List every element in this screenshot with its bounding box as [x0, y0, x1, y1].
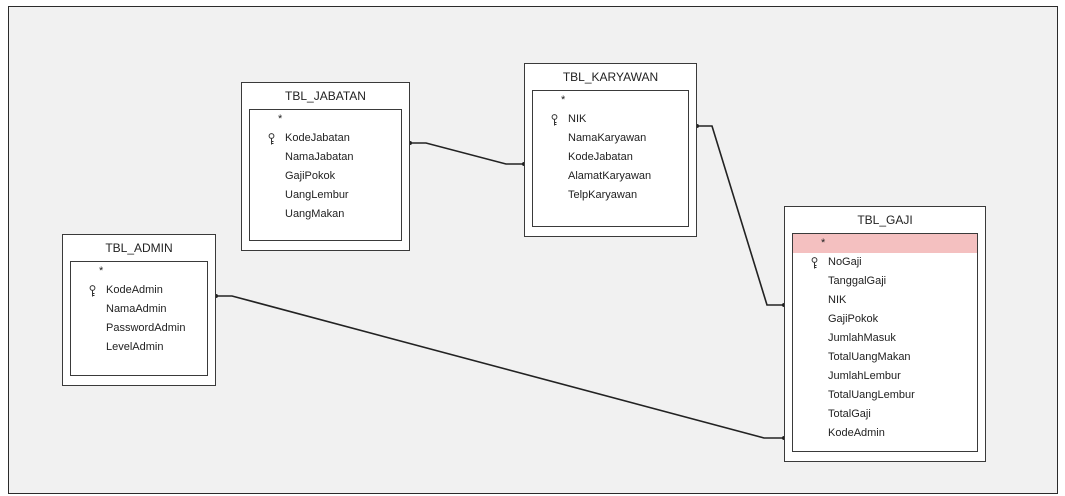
field-kodeadmin[interactable]: KodeAdmin [71, 281, 207, 300]
table-title: TBL_JABATAN [285, 89, 366, 103]
field-label: KodeAdmin [106, 284, 163, 296]
field-all-selected[interactable]: * [793, 234, 977, 253]
field-list[interactable]: * NoGaji TanggalGaji NIK GajiPokok Jumla… [792, 233, 978, 452]
field-jumlahlembur[interactable]: JumlahLembur [828, 370, 901, 382]
field-totalgaji[interactable]: TotalGaji [828, 408, 871, 420]
relationship-jabatan-karyawan[interactable] [409, 142, 525, 165]
table-tbl-admin[interactable]: TBL_ADMIN * KodeAdmin NamaAdmin Password… [62, 234, 216, 386]
field-list[interactable]: * KodeAdmin NamaAdmin PasswordAdmin Leve… [70, 261, 208, 376]
field-kodejabatan[interactable]: KodeJabatan [568, 151, 633, 163]
field-nik[interactable]: NIK [533, 110, 688, 129]
key-icon [551, 114, 558, 126]
field-namakaryawan[interactable]: NamaKaryawan [568, 132, 647, 144]
table-title: TBL_GAJI [857, 213, 913, 227]
relationship-karyawan-gaji[interactable] [697, 125, 785, 306]
field-all[interactable]: * [561, 94, 566, 106]
field-list[interactable]: * NIK NamaKaryawan KodeJabatan AlamatKar… [532, 90, 689, 227]
field-kodejabatan[interactable]: KodeJabatan [250, 129, 401, 148]
field-totaluanglembur[interactable]: TotalUangLembur [828, 389, 915, 401]
table-title: TBL_ADMIN [105, 241, 173, 255]
table-title: TBL_KARYAWAN [562, 70, 659, 84]
key-icon [268, 133, 275, 145]
field-label: KodeJabatan [285, 132, 350, 144]
table-tbl-jabatan[interactable]: TBL_JABATAN * KodeJabatan NamaJabatan Ga… [241, 82, 410, 251]
key-icon [89, 285, 96, 297]
field-tanggalgaji[interactable]: TanggalGaji [828, 275, 887, 287]
field-namaadmin[interactable]: NamaAdmin [106, 303, 167, 315]
key-icon [811, 257, 818, 269]
field-all[interactable]: * [99, 265, 104, 277]
field-nik[interactable]: NIK [828, 294, 847, 306]
field-alamatkaryawan[interactable]: AlamatKaryawan [568, 170, 652, 182]
field-gajipokok[interactable]: GajiPokok [828, 313, 879, 325]
field-gajipokok[interactable]: GajiPokok [285, 170, 336, 182]
field-uangmakan[interactable]: UangMakan [285, 208, 345, 220]
field-totaluangmakan[interactable]: TotalUangMakan [828, 351, 911, 363]
field-telpkaryawan[interactable]: TelpKaryawan [568, 189, 638, 201]
field-label: NIK [568, 113, 587, 125]
field-namajabatan[interactable]: NamaJabatan [285, 151, 354, 163]
field-kodeadmin[interactable]: KodeAdmin [828, 427, 885, 439]
field-leveladmin[interactable]: LevelAdmin [106, 341, 164, 353]
field-uanglembur[interactable]: UangLembur [285, 189, 349, 201]
relationship-admin-gaji[interactable] [216, 295, 785, 439]
field-passwordadmin[interactable]: PasswordAdmin [106, 322, 186, 334]
table-tbl-gaji[interactable]: TBL_GAJI * NoGaji TanggalGaji NIK GajiPo… [784, 206, 986, 462]
field-list[interactable]: * KodeJabatan NamaJabatan GajiPokok Uang… [249, 109, 402, 241]
field-jumlahmasuk[interactable]: JumlahMasuk [828, 332, 896, 344]
field-label: NoGaji [828, 256, 862, 268]
field-nogaji[interactable]: NoGaji [793, 253, 977, 272]
table-tbl-karyawan[interactable]: TBL_KARYAWAN * NIK NamaKaryawan KodeJaba… [524, 63, 697, 237]
field-all[interactable]: * [278, 113, 283, 125]
